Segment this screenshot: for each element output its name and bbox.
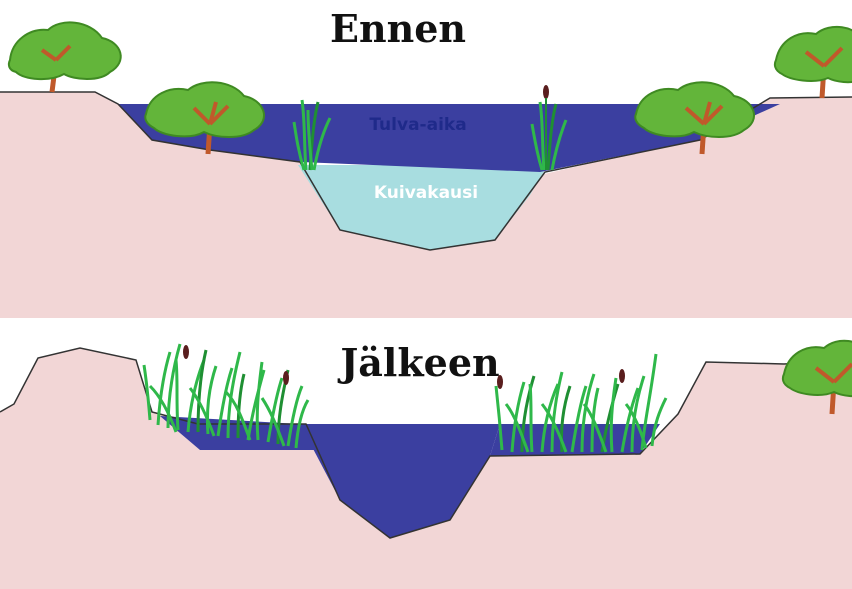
cattail-icon	[543, 85, 549, 99]
panel-title-after: Jälkeen	[337, 340, 499, 385]
tree-icon	[9, 22, 121, 92]
cattail-icon	[283, 371, 289, 385]
panel-title-before: Ennen	[330, 6, 466, 51]
cattail-icon	[619, 369, 625, 383]
tree-icon	[775, 27, 852, 98]
cattail-icon	[183, 345, 189, 359]
panel-after: Jälkeen	[0, 340, 852, 589]
panel-before: Ennen Tulva-aika Kuivakausi	[0, 6, 852, 318]
dry-season-label: Kuivakausi	[374, 183, 478, 203]
flood-period-label: Tulva-aika	[369, 115, 466, 135]
panel-divider	[0, 318, 852, 332]
